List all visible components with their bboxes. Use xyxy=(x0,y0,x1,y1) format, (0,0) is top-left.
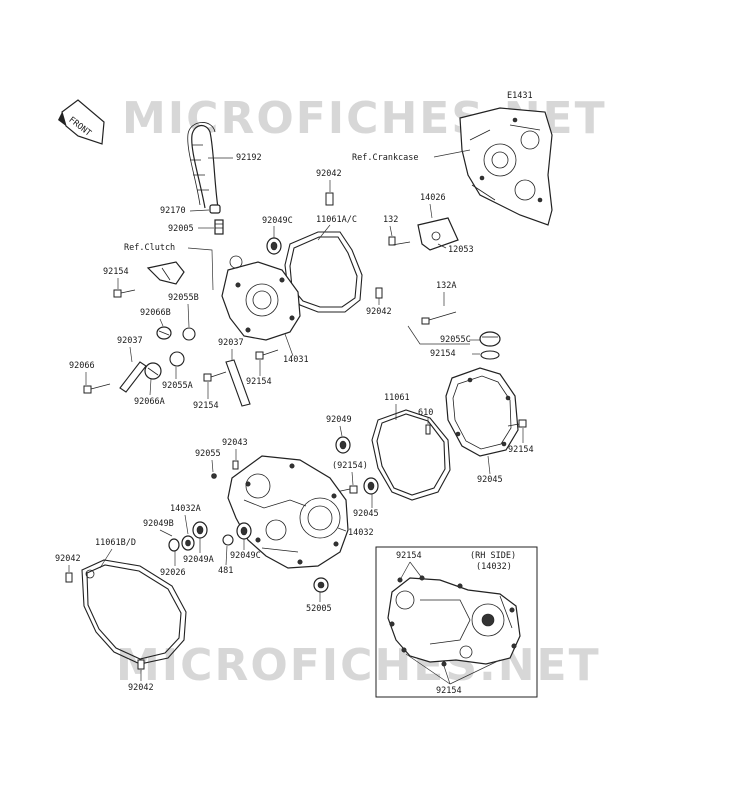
label-92066b: 92066B xyxy=(140,308,171,318)
bolt-92154-d xyxy=(203,371,227,382)
clamp-92170 xyxy=(209,204,221,214)
bolt-92154-a xyxy=(113,289,136,298)
front-arrow-icon: FRONT xyxy=(58,99,105,145)
label-92055a: 92055A xyxy=(162,381,193,391)
gasket-11061bd xyxy=(81,559,187,665)
pin-610 xyxy=(425,424,431,435)
bracket-14026 xyxy=(417,217,459,251)
rh-side-inset xyxy=(375,546,538,698)
label-92037-b: 92037 xyxy=(218,338,244,348)
seal-92045-a xyxy=(181,535,195,551)
bolt-92154-b xyxy=(83,383,111,394)
label-92154-inset-bottom: 92154 xyxy=(436,686,462,696)
label-92043: 92043 xyxy=(222,438,248,448)
label-92049b: 92045 xyxy=(353,509,379,519)
oring-92055a xyxy=(169,351,185,367)
ref-clutch: Ref.Clutch xyxy=(124,243,175,253)
oring-92055c xyxy=(480,350,500,360)
label-92042-low-b: 92042 xyxy=(128,683,154,693)
clutch-cover-14032 xyxy=(227,455,349,569)
pin-92043 xyxy=(232,460,239,470)
label-92042-mid: 92042 xyxy=(366,307,392,317)
label-92055c: 92154 xyxy=(430,349,456,359)
label-92154-b: 92066 xyxy=(69,361,95,371)
seal-92049a xyxy=(192,521,208,539)
label-92049a: 92049A xyxy=(183,555,214,565)
oring-92055b xyxy=(182,327,196,341)
label-92154-d: 92154 xyxy=(193,401,219,411)
clutch-cover-14032a xyxy=(445,367,519,457)
plug-92066a xyxy=(144,362,162,380)
label-92042-top: 92042 xyxy=(316,169,342,179)
hose-92192 xyxy=(187,122,219,209)
seal-92049b xyxy=(363,477,379,495)
label-92005: 92005 xyxy=(168,224,194,234)
label-14032a: 92045 xyxy=(477,475,503,485)
label-132a: 132A xyxy=(436,281,456,291)
label-92045-a: 14032A xyxy=(170,504,201,514)
label-92037-a: 92037 xyxy=(117,336,143,346)
seal-92049 xyxy=(335,436,351,454)
diagram-code: E1431 xyxy=(507,91,533,101)
dowel-92042-low-a xyxy=(65,572,73,583)
oring-92055 xyxy=(211,473,217,479)
label-92049c-top: 92049C xyxy=(262,216,293,226)
label-92154-e: 92154 xyxy=(508,445,534,455)
label-610: 610 xyxy=(418,408,433,418)
label-132: 132 xyxy=(383,215,398,225)
seal-52005 xyxy=(313,577,329,593)
label-11061ac: 11061A/C xyxy=(316,215,357,225)
label-92154-a: 92154 xyxy=(103,267,129,277)
label-92045-b: 92049B xyxy=(143,519,174,529)
dowel-92042-low-b xyxy=(137,659,145,670)
bolt-132a xyxy=(421,311,457,325)
label-92170: 92170 xyxy=(160,206,186,216)
dowel-92042-mid xyxy=(375,287,383,299)
ring-481 xyxy=(222,534,234,546)
clutch-lever-part xyxy=(146,261,185,285)
inset-cover-drawing xyxy=(387,575,521,667)
label-12053: 12053 xyxy=(448,245,474,255)
cap-92066 xyxy=(479,331,501,347)
inset-note-rh-side: (RH SIDE) xyxy=(470,551,516,561)
label-92049: 92049 xyxy=(326,415,352,425)
cover-14031 xyxy=(221,255,301,341)
ref-crankcase: Ref.Crankcase xyxy=(352,153,419,163)
label-92154-inset-top: 92154 xyxy=(396,551,422,561)
label-481: 481 xyxy=(218,566,233,576)
plug-92066b xyxy=(156,326,172,340)
label-92049c-low: 92049C xyxy=(230,551,261,561)
label-92154-c: 92154 xyxy=(246,377,272,387)
fitting-92005 xyxy=(214,219,224,235)
label-92055: 92055 xyxy=(195,449,221,459)
crankcase-outline xyxy=(459,107,553,226)
label-92042-low-a: 92042 xyxy=(55,554,81,564)
label-11061: 11061 xyxy=(384,393,410,403)
label-92192: 92192 xyxy=(236,153,262,163)
bolt-92154-e xyxy=(507,419,527,428)
bolt-132 xyxy=(388,236,411,246)
label-92026: 92026 xyxy=(160,568,186,578)
label-14032: 14032 xyxy=(348,528,374,538)
hose-92037-a xyxy=(119,361,147,393)
seal-92026 xyxy=(168,538,180,552)
seal-92049c-low xyxy=(236,522,252,540)
bolt-92154-c xyxy=(255,349,279,360)
watermark-bottom: MICROFICHES.NET xyxy=(116,640,601,691)
gasket-11061 xyxy=(371,409,451,501)
label-92066a: 92066A xyxy=(134,397,165,407)
dowel-92042-top xyxy=(325,192,334,206)
label-14026: 14026 xyxy=(420,193,446,203)
label-92055b: 92055B xyxy=(168,293,199,303)
label-92154-paren: (92154) xyxy=(332,461,368,471)
label-92066: 92055C xyxy=(440,335,471,345)
label-52005: 52005 xyxy=(306,604,332,614)
inset-note-part: (14032) xyxy=(476,562,512,572)
label-11061bd: 11061B/D xyxy=(95,538,136,548)
seal-92049c-top xyxy=(266,237,282,255)
label-14031: 14031 xyxy=(283,355,309,365)
pipe-92037-b xyxy=(225,359,251,407)
